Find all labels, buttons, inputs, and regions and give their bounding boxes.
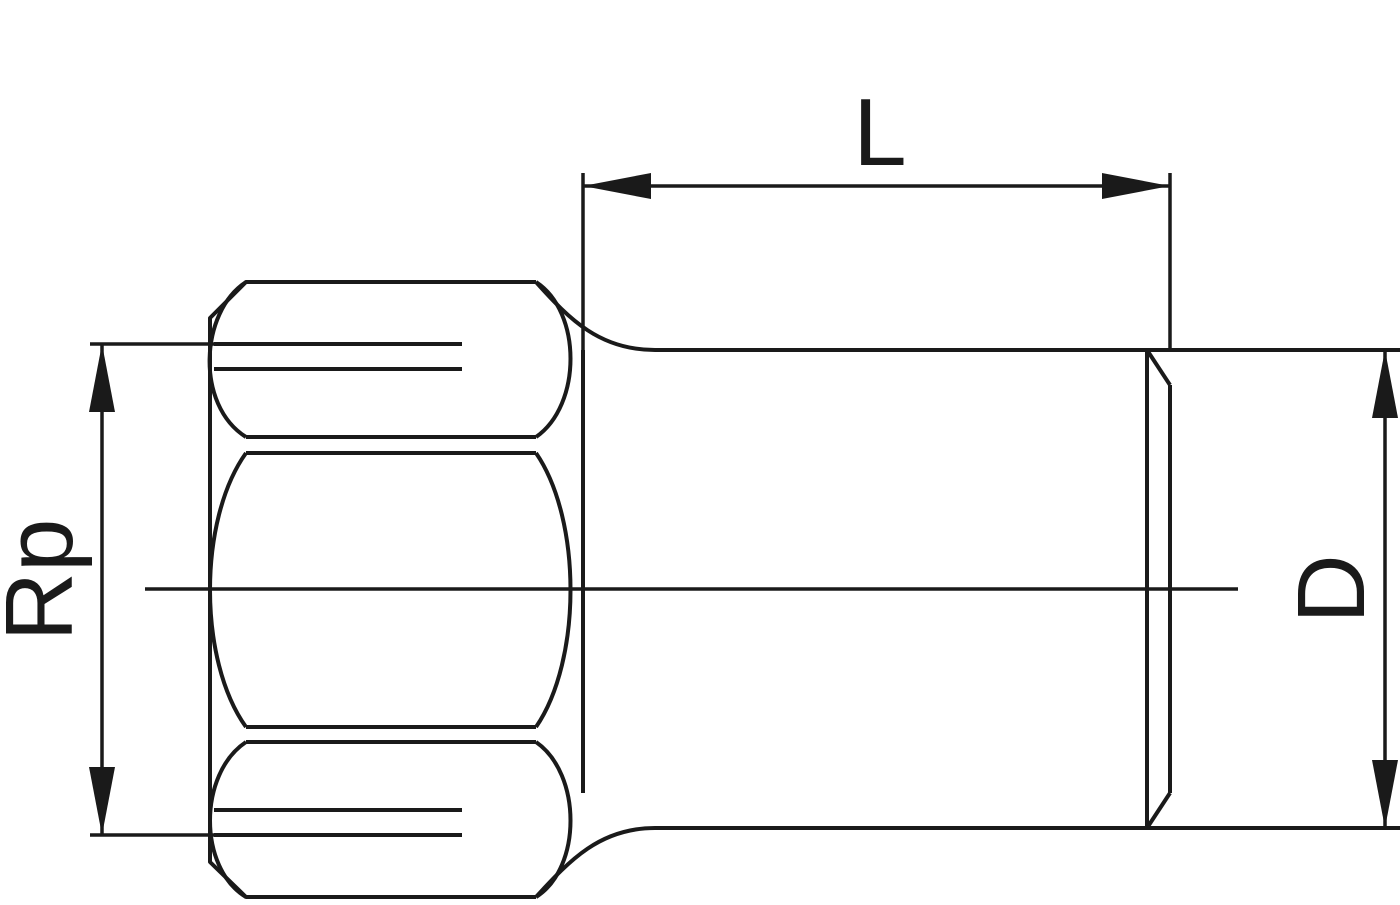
hex-face-bottom-left [208,740,248,899]
dim-rp-arrow-bottom [89,767,115,835]
pipe-end-chamfer-bottom [1145,791,1172,830]
dim-d-label: D [1278,554,1385,623]
dim-l-arrow-right [1102,173,1170,199]
hex-face-top [207,280,248,439]
dim-d-arrow-top [1372,350,1398,418]
dimension-thread: Rp [0,342,214,837]
dimension-diameter: D [1278,350,1398,828]
dim-rp-arrow-top [89,344,115,412]
pipe-end-chamfer-top [1145,348,1172,387]
hex-face-bottom-right [534,740,573,899]
hex-face-top-right [534,280,573,439]
transition-top [534,280,656,352]
dim-l-label: L [853,79,906,186]
dim-l-arrow-left [583,173,651,199]
dim-d-arrow-bottom [1372,760,1398,828]
pipe-body [534,280,1400,899]
transition-bottom [534,826,656,899]
dimension-length: L [581,79,1172,350]
dim-rp-label: Rp [0,519,93,642]
